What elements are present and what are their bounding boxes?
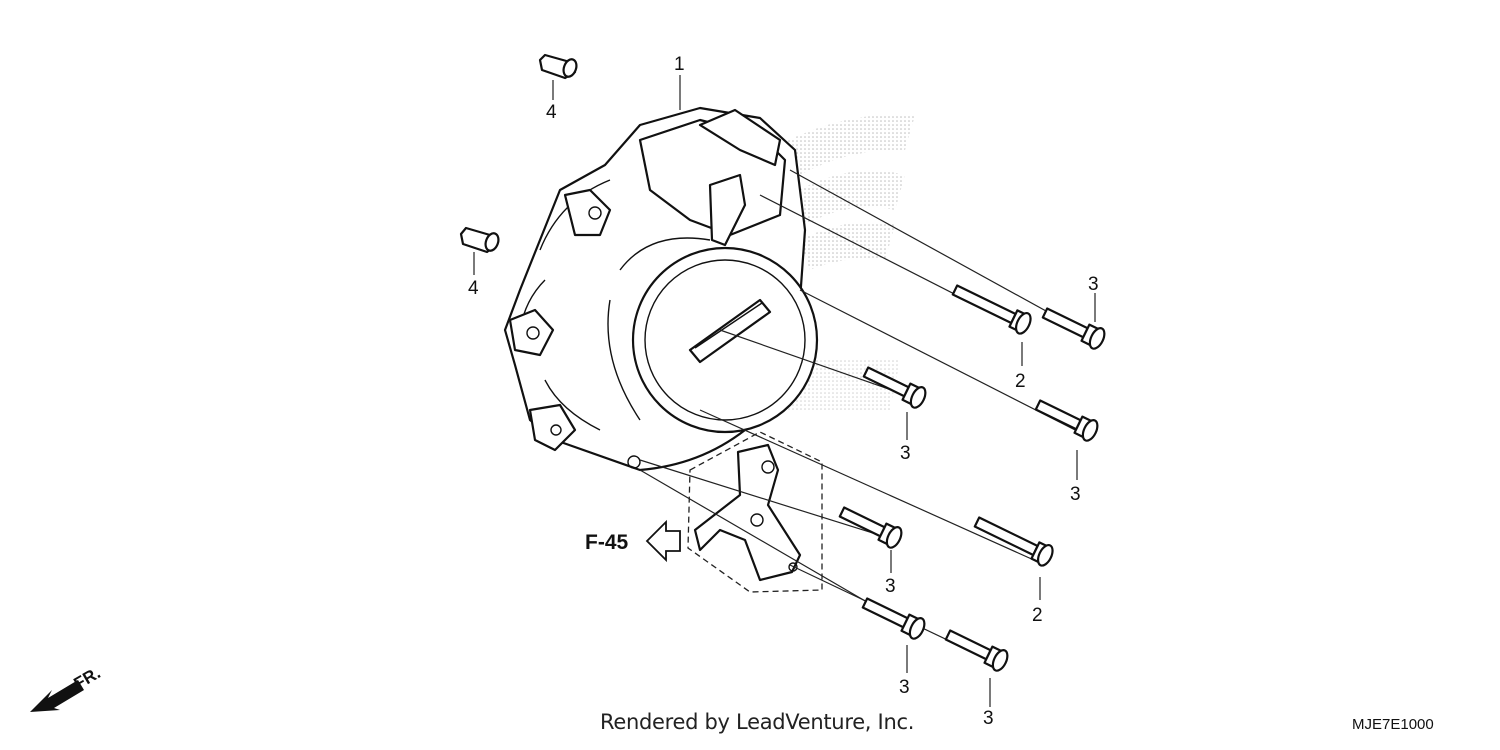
callout-bolt-mid-right: 3 bbox=[1070, 484, 1081, 505]
flange-bolt bbox=[944, 629, 1009, 672]
callout-cover: 1 bbox=[674, 54, 685, 75]
callout-bolt-bottom-left: 3 bbox=[899, 677, 910, 698]
callout-dowel-top: 4 bbox=[546, 102, 557, 123]
reference-arrow: F-45 bbox=[585, 519, 681, 563]
flange-bolt bbox=[862, 366, 927, 409]
callout-bolt-a-left: 2 bbox=[1015, 371, 1026, 392]
callout-dowel-left: 4 bbox=[468, 278, 479, 299]
callout-bolt-a-right: 3 bbox=[1088, 274, 1099, 295]
render-credit: Rendered by LeadVenture, Inc. bbox=[600, 710, 915, 734]
diagram-code: MJE7E1000 bbox=[1352, 716, 1434, 733]
callout-bolt-low-left: 3 bbox=[885, 576, 896, 597]
flange-bolt bbox=[861, 597, 926, 640]
dowel-pin-top bbox=[538, 53, 578, 80]
front-indicator: FR. bbox=[30, 663, 104, 712]
flange-bolt bbox=[1034, 399, 1099, 442]
callout-bolt-mid: 3 bbox=[900, 443, 911, 464]
dowel-pin-left bbox=[459, 226, 500, 254]
callout-bolt-bottom-right: 3 bbox=[983, 708, 994, 729]
flange-bolt bbox=[951, 284, 1032, 335]
reference-arrow-icon bbox=[645, 519, 681, 563]
front-arrow-icon bbox=[30, 680, 84, 712]
flange-bolt bbox=[973, 516, 1054, 567]
bracket-assembly bbox=[687, 431, 823, 593]
flange-bolt bbox=[1041, 307, 1106, 350]
reference-arrow-label: F-45 bbox=[585, 531, 629, 554]
generator-cover bbox=[503, 106, 819, 472]
callout-bolt-low-right: 2 bbox=[1032, 605, 1043, 626]
flange-bolt bbox=[838, 506, 903, 549]
